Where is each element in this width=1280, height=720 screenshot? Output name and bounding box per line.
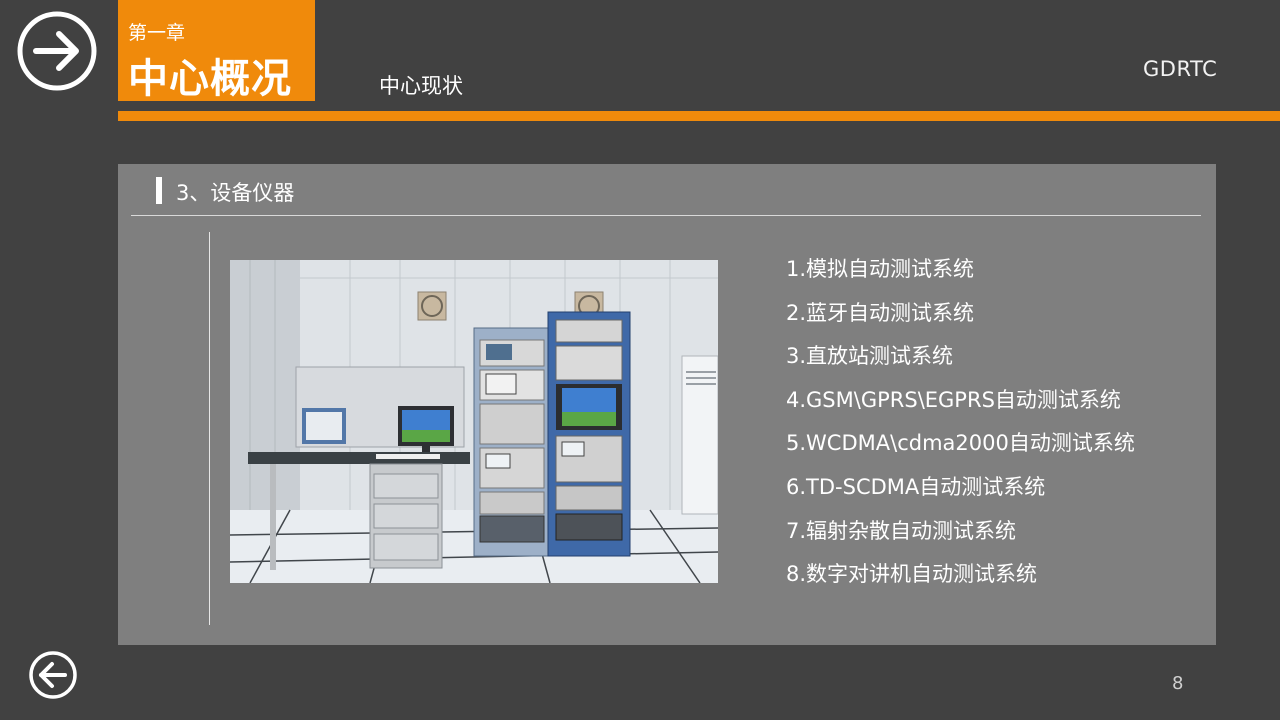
- header-divider: [118, 111, 1280, 121]
- list-item: 5.WCDMA\cdma2000自动测试系统: [786, 431, 1135, 456]
- subtitle-divider: [131, 215, 1201, 216]
- list-item: 4.GSM\GPRS\EGPRS自动测试系统: [786, 387, 1121, 412]
- chapter-title: 中心概况: [128, 56, 292, 102]
- arrow-right-circle-icon[interactable]: [16, 10, 98, 92]
- vertical-divider: [209, 232, 210, 625]
- page-number: 8: [1172, 673, 1184, 694]
- chapter-block: 第一章 中心概况: [118, 0, 315, 102]
- section-title: 中心现状: [379, 74, 463, 98]
- chapter-label: 第一章: [128, 22, 186, 44]
- list-item: 7.辐射杂散自动测试系统: [786, 518, 1017, 543]
- list-item: 2.蓝牙自动测试系统: [786, 300, 975, 325]
- subtitle-marker: [156, 177, 162, 204]
- list-item: 1.模拟自动测试系统: [786, 257, 975, 281]
- list-item: 3.直放站测试系统: [786, 344, 954, 369]
- system-list: 1.模拟自动测试系统 2.蓝牙自动测试系统 3.直放站测试系统 4.GSM\GP…: [786, 252, 1135, 601]
- brand-label: GDRTC: [1143, 57, 1218, 81]
- list-item: 6.TD-SCDMA自动测试系统: [786, 474, 1046, 499]
- arrow-left-circle-icon[interactable]: [28, 650, 78, 700]
- list-item: 8.数字对讲机自动测试系统: [786, 562, 1038, 587]
- panel-subtitle: 3、设备仪器: [176, 181, 295, 205]
- content-panel: 3、设备仪器: [118, 164, 1216, 645]
- equipment-photo: [230, 260, 718, 583]
